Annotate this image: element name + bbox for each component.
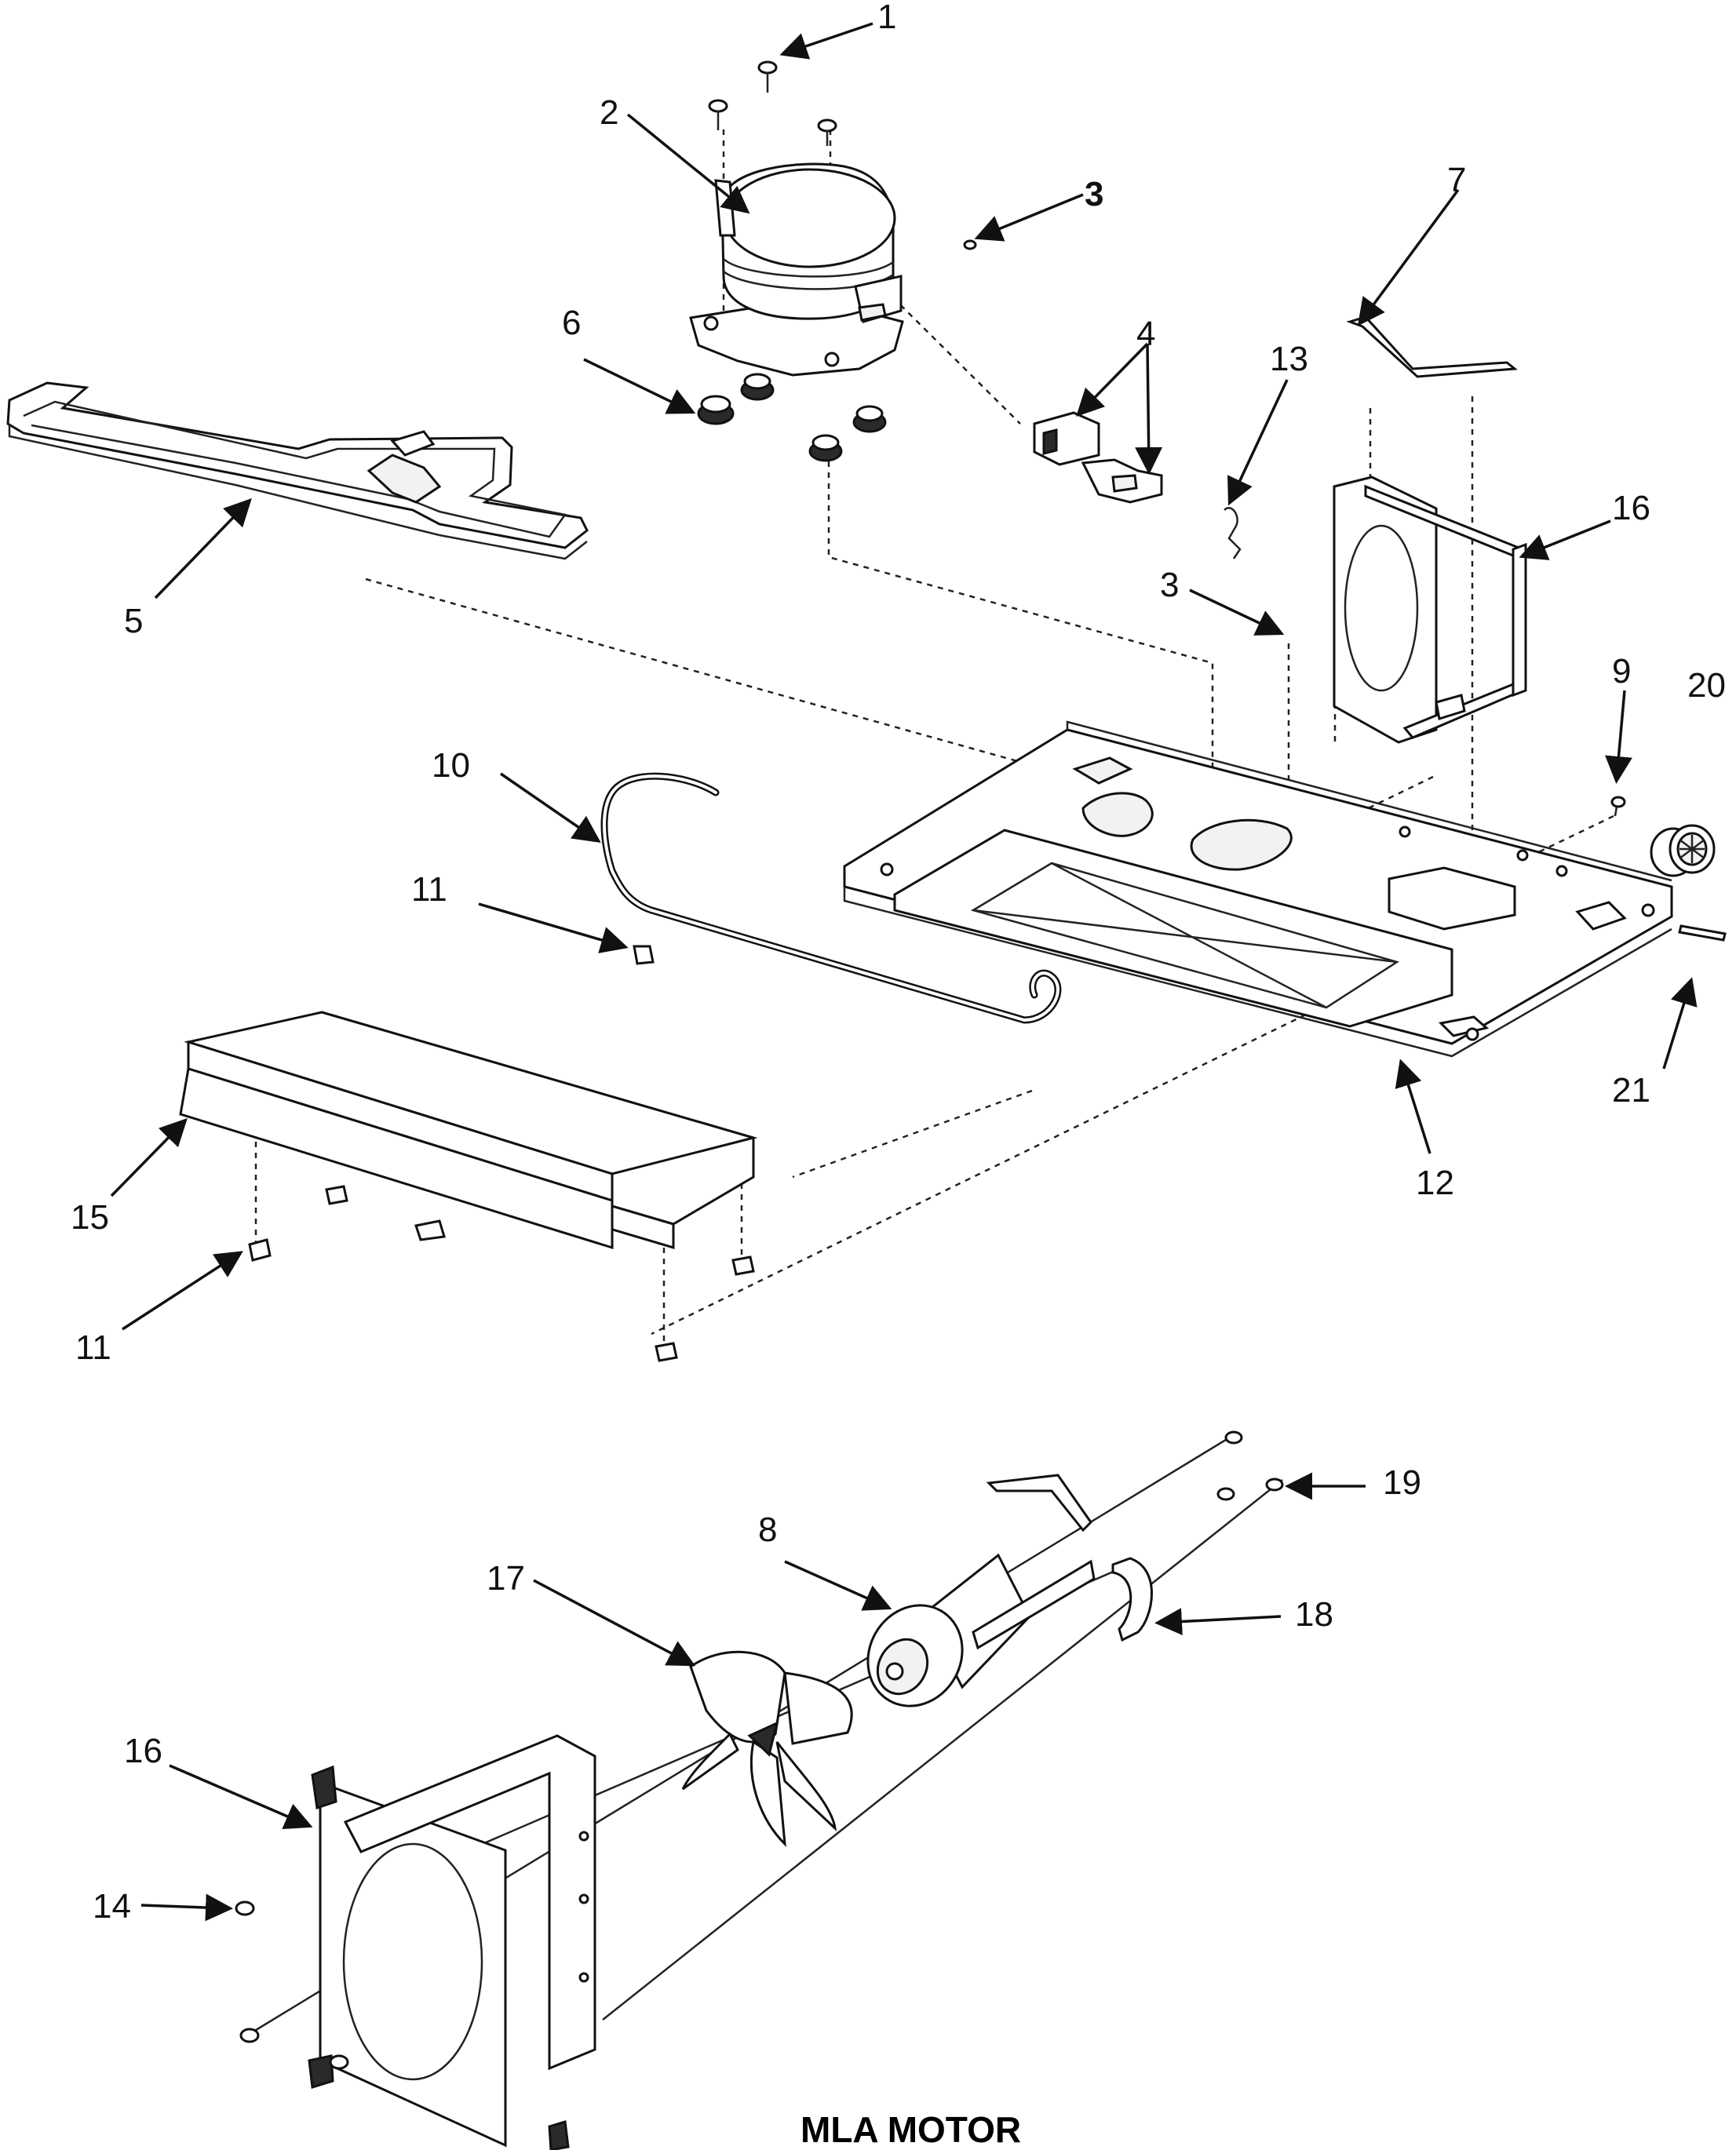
callout-21: 21: [1612, 1071, 1650, 1110]
callout-6: 6: [562, 304, 581, 342]
callout-7: 7: [1447, 161, 1466, 199]
callout-13: 13: [1270, 340, 1308, 378]
callout-16-upper: 16: [1612, 489, 1650, 527]
shroud-screws: [235, 1900, 349, 2070]
callout-17: 17: [487, 1559, 525, 1598]
base-plate: [843, 720, 1673, 1058]
grommet-4: [852, 405, 887, 433]
spacers-lower: [248, 1185, 755, 1362]
motor-screws: [1216, 1430, 1284, 1501]
bolt-1: [757, 60, 778, 93]
bolt-3: [817, 118, 837, 146]
callout-18: 18: [1295, 1595, 1333, 1634]
condenser-tube: [600, 772, 1062, 1024]
bolt-2: [708, 99, 728, 130]
callout-10: 10: [432, 746, 470, 785]
callout-11-upper: 11: [411, 870, 447, 909]
callout-15: 15: [71, 1198, 109, 1237]
capacitor: [1650, 824, 1716, 877]
fan-shroud-upper: [1333, 476, 1527, 744]
compressor-bolts: [708, 60, 837, 146]
callout-2: 2: [600, 93, 618, 132]
grommet-2: [740, 373, 775, 401]
callout-16-lower: 16: [124, 1732, 162, 1770]
diagram-caption: MLA MOTOR: [801, 2109, 1021, 2150]
callout-19: 19: [1383, 1463, 1421, 1502]
callout-5: 5: [124, 602, 143, 640]
pin: [1678, 924, 1727, 942]
callout-1: 1: [877, 0, 896, 36]
drain-pan: [6, 381, 589, 560]
wire-bracket: [1346, 315, 1518, 378]
callout-4: 4: [1136, 315, 1155, 353]
condenser-coil: [179, 1011, 758, 1250]
callout-3-upper: 3: [1085, 175, 1103, 213]
callout-3-lower: 3: [1160, 566, 1179, 604]
relay-overload: [1033, 411, 1163, 504]
leader-lines: [110, 22, 1698, 1922]
fan-shroud-lower: [308, 1734, 596, 2150]
motor-bracket: [1111, 1557, 1153, 1642]
clip: [1224, 507, 1242, 559]
fan-motor: [866, 1474, 1096, 1707]
callout-8: 8: [758, 1510, 777, 1549]
callout-20: 20: [1687, 666, 1726, 705]
grommet-3: [808, 434, 843, 462]
compressor: [689, 162, 904, 377]
callout-9: 9: [1612, 652, 1631, 691]
screw-upper: [963, 239, 977, 250]
callout-14: 14: [93, 1887, 131, 1926]
fan-blade: [681, 1650, 853, 1847]
callouts: 1 2 3 4 6 7 13 16 5 3 9 20 10 11 12 21 1…: [71, 0, 1726, 1926]
callout-11-lower: 11: [75, 1328, 111, 1367]
grommets: [697, 373, 887, 462]
grommet-1: [697, 395, 735, 425]
spacer-upper: [633, 945, 655, 965]
callout-12: 12: [1416, 1164, 1454, 1202]
screw-9: [1610, 796, 1626, 817]
